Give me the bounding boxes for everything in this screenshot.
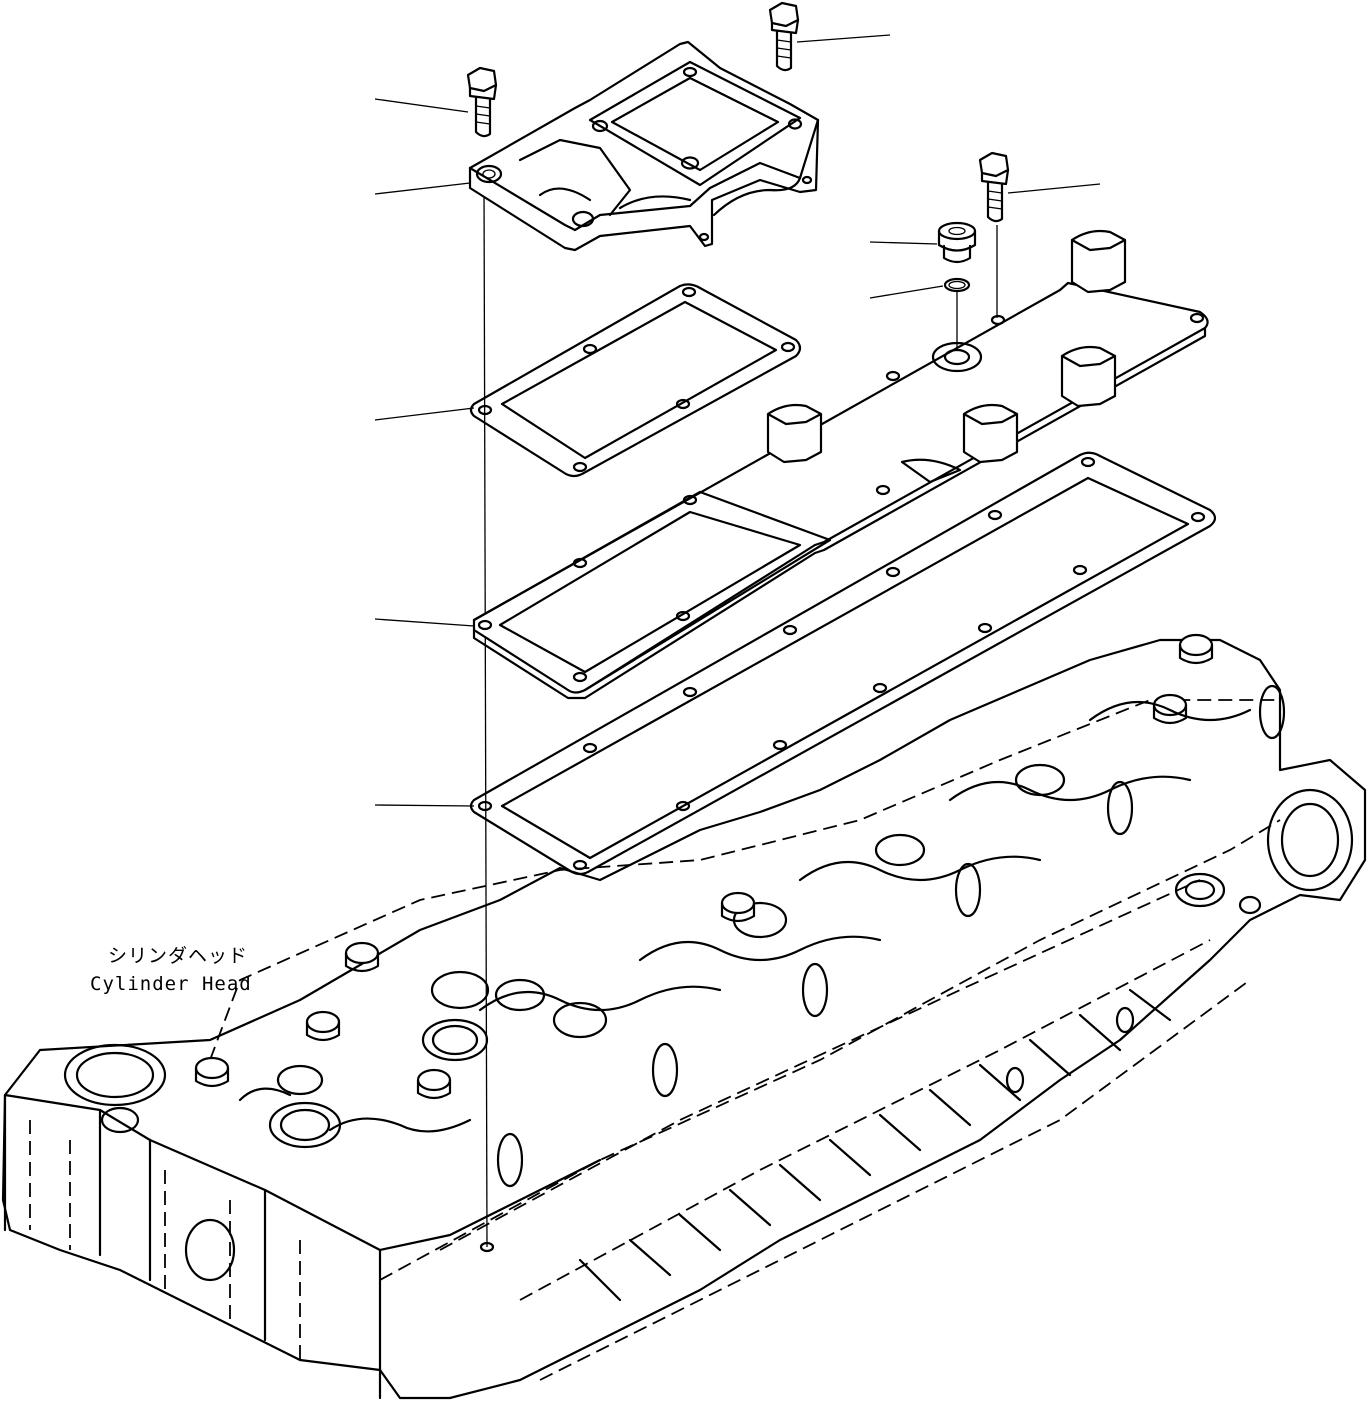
head-bolt-7 xyxy=(1152,693,1188,725)
leader-lines xyxy=(374,34,1101,1248)
head-bolt-3 xyxy=(305,1010,341,1042)
plug xyxy=(937,221,977,264)
gasket-small xyxy=(469,283,802,478)
leader-cover-housing xyxy=(374,182,471,195)
leader-bolt-left xyxy=(374,98,469,113)
gasket-large xyxy=(469,451,1217,876)
cover-housing xyxy=(468,40,820,252)
bolt-top xyxy=(768,1,800,72)
cylinder-head xyxy=(1,633,1367,1400)
head-bolt-4 xyxy=(416,1068,452,1100)
cylinder-head-label: シリンダヘッド Cylinder Head xyxy=(90,945,252,995)
leader-o-ring xyxy=(869,285,944,299)
bolt-right xyxy=(978,151,1010,223)
alignment-axis-left xyxy=(483,184,488,1248)
head-bolt-1 xyxy=(344,941,380,973)
leader-gasket-large xyxy=(374,804,475,807)
leader-bolt-top xyxy=(796,34,891,43)
o-ring xyxy=(943,277,971,293)
bolt-left xyxy=(466,66,498,138)
leader-bolt-right xyxy=(1007,183,1101,194)
cylinder-head-label-jp: シリンダヘッド xyxy=(108,945,248,967)
cover-plate xyxy=(472,229,1209,700)
leader-gasket-middle xyxy=(374,618,475,627)
leader-gasket-small xyxy=(374,407,475,421)
cylinder-head-label-en: Cylinder Head xyxy=(90,973,252,995)
head-bolt-5 xyxy=(720,891,756,923)
leader-plug xyxy=(869,241,938,245)
head-bolt-2 xyxy=(194,1056,230,1088)
head-bolt-6 xyxy=(1178,633,1214,665)
